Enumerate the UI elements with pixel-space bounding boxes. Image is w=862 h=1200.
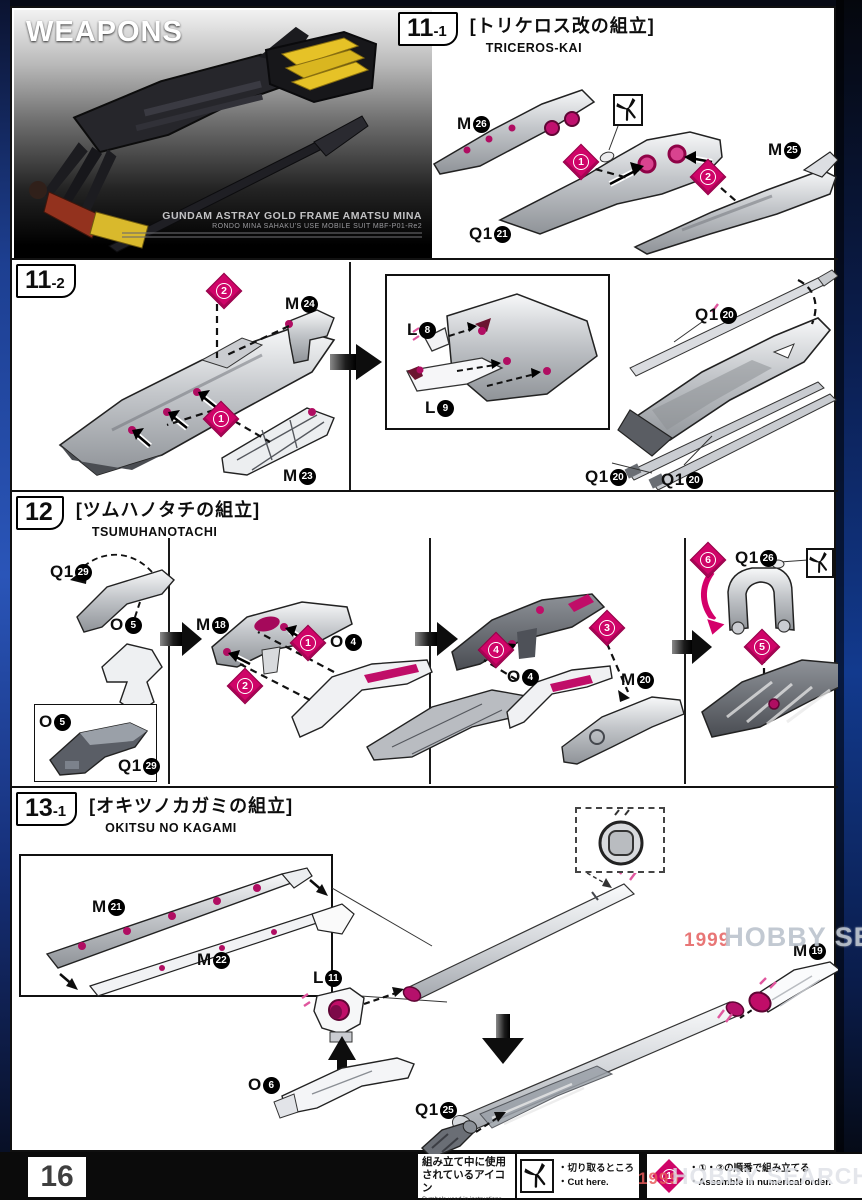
legend-cut-jp: ・切り取るところ <box>558 1162 635 1174</box>
bottom-bar: 16 組み立て中に使用 されているアイコン Symbols used in in… <box>0 1152 862 1200</box>
section-title-en: OKITSU NO KAGAMI <box>105 821 237 835</box>
legend-cut-text: ・切り取るところ ・Cut here. <box>558 1162 634 1191</box>
nipper-icon-box <box>520 1159 554 1193</box>
nipper-icon <box>809 552 831 574</box>
instruction-sheet: WEAPONS GUNDAM ASTRAY GOLD FRAME AMATSU … <box>10 6 838 1154</box>
socket-detail-art <box>598 809 644 866</box>
step-badge-icon: 1 <box>652 1159 686 1193</box>
legend-cut-en: ・Cut here. <box>558 1177 609 1188</box>
section-divider <box>12 786 838 788</box>
section-title-en: TRICEROS-KAI <box>485 41 583 55</box>
panel-divider <box>429 538 431 784</box>
section-number: 11-1 <box>398 12 458 47</box>
section-13-1-header: 13-1 [オキツノカガミの組立] OKITSU NO KAGAMI <box>16 792 293 835</box>
caption-fineprint <box>122 232 422 234</box>
legend-order-item: 1 ・①・②の順番で組み立てる ・Assemble in numerical o… <box>647 1154 862 1198</box>
weapons-photo: WEAPONS GUNDAM ASTRAY GOLD FRAME AMATSU … <box>14 10 432 258</box>
nipper-icon-box <box>806 548 834 578</box>
caption-fineprint <box>122 236 422 238</box>
section-11-2-header: 11-2 <box>16 264 76 299</box>
diagram-13-1 <box>19 854 838 1154</box>
legend-cut-item: ・切り取るところ ・Cut here. <box>517 1154 639 1198</box>
symbols-legend: 組み立て中に使用 されているアイコン Symbols used in instr… <box>418 1154 862 1200</box>
section-titles: [オキツノカガミの組立] OKITSU NO KAGAMI <box>89 792 293 835</box>
page-number: 16 <box>28 1157 86 1197</box>
diagram-11-1 <box>432 89 838 255</box>
legend-title-jp1: 組み立て中に使用 <box>422 1156 506 1168</box>
socket-detail-box <box>575 807 665 873</box>
section-title-jp: [オキツノカガミの組立] <box>89 796 294 816</box>
panel-divider <box>684 538 686 784</box>
section-titles: [トリケロス改の組立] TRICEROS-KAI <box>470 12 655 55</box>
nipper-icon <box>524 1163 550 1189</box>
panel-divider <box>349 262 351 490</box>
section-11-1-header: 11-1 [トリケロス改の組立] TRICEROS-KAI <box>398 12 655 55</box>
photo-caption-line1: GUNDAM ASTRAY GOLD FRAME AMATSU MINA <box>162 210 422 222</box>
legend-order-text: ・①・②の順番で組み立てる ・Assemble in numerical ord… <box>689 1162 831 1191</box>
scan-edge-right <box>836 0 862 1200</box>
section-title-en: TSUMUHANOTACHI <box>91 525 218 539</box>
diagram-11-2 <box>58 269 838 491</box>
detail-box-11-2 <box>385 274 610 430</box>
weapons-photo-art <box>29 26 378 253</box>
nipper-icon <box>616 98 640 122</box>
section-number: 13-1 <box>16 792 78 827</box>
nipper-icon-box <box>613 94 643 126</box>
panel-divider <box>168 538 170 784</box>
section-number: 11-2 <box>16 264 76 299</box>
photo-caption: GUNDAM ASTRAY GOLD FRAME AMATSU MINA RON… <box>122 210 422 238</box>
detail-art <box>406 293 598 402</box>
photo-title: WEAPONS <box>26 16 183 48</box>
section-divider <box>12 258 838 260</box>
legend-order-en: ・Assemble in numerical order. <box>689 1177 832 1188</box>
scan-edge-left <box>0 0 10 1200</box>
section-12-header: 12 [ツムハノタチの組立] TSUMUHANOTACHI <box>16 496 260 539</box>
section-title-jp: [トリケロス改の組立] <box>469 16 655 36</box>
legend-title: 組み立て中に使用 されているアイコン Symbols used in instr… <box>418 1154 515 1200</box>
section-number: 12 <box>16 496 64 531</box>
photo-caption-line2: RONDO MINA SAHAKU'S USE MOBILE SUIT MBF-… <box>212 223 422 230</box>
inset-art <box>49 722 149 776</box>
legend-title-jp2: されているアイコン <box>422 1169 506 1195</box>
legend-order-jp: ・①・②の順番で組み立てる <box>689 1162 810 1174</box>
section-titles: [ツムハノタチの組立] TSUMUHANOTACHI <box>76 496 260 539</box>
section-divider <box>12 490 838 492</box>
section-title-jp: [ツムハノタチの組立] <box>75 500 261 520</box>
legend-title-en: Symbols used in instructions <box>422 1196 502 1200</box>
